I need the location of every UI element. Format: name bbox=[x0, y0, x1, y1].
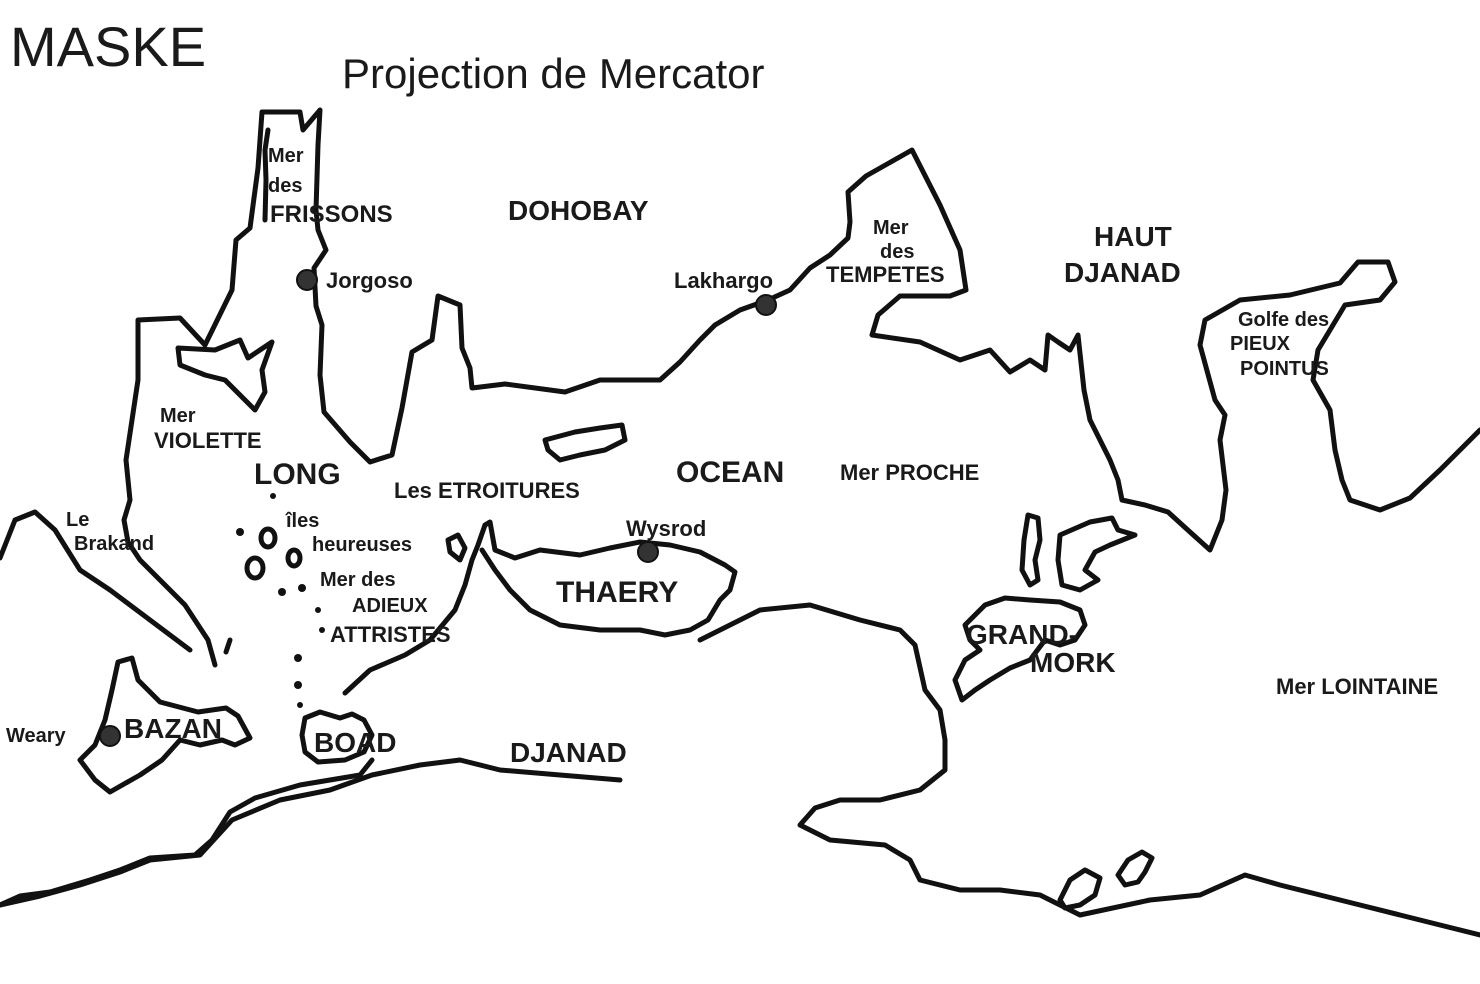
islet bbox=[294, 654, 302, 662]
label-les-etroitures: Les ETROITURES bbox=[394, 478, 580, 503]
label-mer-frissons-2: des bbox=[268, 175, 302, 197]
label-wysrod: Wysrod bbox=[626, 516, 706, 541]
city-marker-wysrod bbox=[637, 541, 659, 563]
label-grand-mork-2: MORK bbox=[1030, 647, 1116, 678]
cities bbox=[99, 269, 777, 747]
coast-violette bbox=[121, 315, 218, 668]
islet bbox=[294, 681, 302, 689]
map-title: MASKE bbox=[10, 15, 206, 78]
coast-south bbox=[0, 757, 623, 908]
city-marker-jorgoso bbox=[296, 269, 318, 291]
coast-brakand bbox=[0, 509, 193, 653]
label-ocean: OCEAN bbox=[676, 456, 784, 489]
islet bbox=[236, 528, 244, 536]
label-lakhargo: Lakhargo bbox=[674, 268, 773, 293]
coast-south-west bbox=[0, 757, 375, 908]
island-southeast-a bbox=[1057, 867, 1103, 911]
label-le-brakand-2: Brakand bbox=[74, 533, 154, 555]
island-southeast-b bbox=[1115, 849, 1155, 888]
label-mer-adieux-3: ATTRISTES bbox=[330, 622, 451, 647]
lake-violette bbox=[175, 337, 275, 413]
islet bbox=[298, 584, 306, 592]
islet bbox=[315, 607, 321, 613]
islet bbox=[285, 547, 303, 569]
islet bbox=[244, 555, 266, 581]
label-golfe-pieux-2: PIEUX bbox=[1230, 333, 1291, 355]
island-mork-north-b bbox=[1055, 515, 1138, 593]
label-mer-frissons-1: Mer bbox=[268, 145, 304, 167]
label-dohobay: DOHOBAY bbox=[508, 195, 649, 226]
label-mer-frissons-3: FRISSONS bbox=[270, 201, 393, 228]
label-mer-tempetes-3: TEMPETES bbox=[826, 262, 945, 287]
islet bbox=[258, 526, 278, 550]
coast-djanad bbox=[697, 602, 1480, 938]
label-boad: BOAD bbox=[314, 727, 396, 758]
label-thaery: THAERY bbox=[556, 576, 678, 609]
label-mer-adieux-2: ADIEUX bbox=[352, 595, 428, 617]
label-weary: Weary bbox=[6, 725, 67, 747]
island-boad bbox=[299, 709, 375, 765]
map-subtitle: Projection de Mercator bbox=[342, 50, 765, 97]
islet bbox=[270, 493, 276, 499]
label-mer-tempetes-1: Mer bbox=[873, 217, 909, 239]
island-grand-mork bbox=[952, 595, 1088, 703]
label-mer-tempetes-2: des bbox=[880, 241, 914, 263]
coast-adieux bbox=[342, 522, 488, 696]
label-golfe-pieux-3: POINTUS bbox=[1240, 358, 1329, 380]
island-bazan bbox=[77, 655, 253, 795]
label-mer-violette-2: VIOLETTE bbox=[154, 428, 262, 453]
label-bazan: BAZAN bbox=[124, 713, 222, 744]
island-etroitures bbox=[542, 422, 628, 463]
coast-thaery bbox=[479, 519, 738, 638]
label-djanad: DJANAD bbox=[510, 737, 627, 768]
label-iles-heureuses-2: heureuses bbox=[312, 534, 412, 556]
label-mer-lointaine: Mer LOINTAINE bbox=[1276, 674, 1438, 699]
label-mer-proche: Mer PROCHE bbox=[840, 460, 979, 485]
label-grand-mork-1: GRAND- bbox=[966, 619, 1078, 650]
label-jorgoso: Jorgoso bbox=[326, 268, 413, 293]
islet bbox=[445, 532, 468, 563]
label-golfe-pieux-1: Golfe des bbox=[1238, 309, 1329, 331]
islets bbox=[236, 493, 468, 708]
label-haut-djanad-1: HAUT bbox=[1094, 221, 1172, 252]
label-mer-adieux-1: Mer des bbox=[320, 569, 396, 591]
label-mer-violette-1: Mer bbox=[160, 405, 196, 427]
city-marker-lakhargo bbox=[755, 294, 777, 316]
coast-frissons-west bbox=[202, 107, 1480, 553]
coast-frissons-channel bbox=[262, 127, 271, 223]
label-long: LONG bbox=[254, 458, 341, 491]
labels: Mer des FRISSONS DOHOBAY Jorgoso Lakharg… bbox=[6, 145, 1438, 768]
label-haut-djanad-2: DJANAD bbox=[1064, 257, 1181, 288]
label-iles-heureuses-1: îles bbox=[285, 510, 319, 532]
coastlines bbox=[0, 107, 1480, 938]
city-marker-weary bbox=[99, 725, 121, 747]
coast-west-lower bbox=[223, 637, 233, 655]
islet bbox=[319, 627, 325, 633]
label-le-brakand-1: Le bbox=[66, 509, 89, 531]
islet bbox=[297, 702, 303, 708]
islet bbox=[278, 588, 286, 596]
island-mork-north-a bbox=[1019, 512, 1043, 588]
